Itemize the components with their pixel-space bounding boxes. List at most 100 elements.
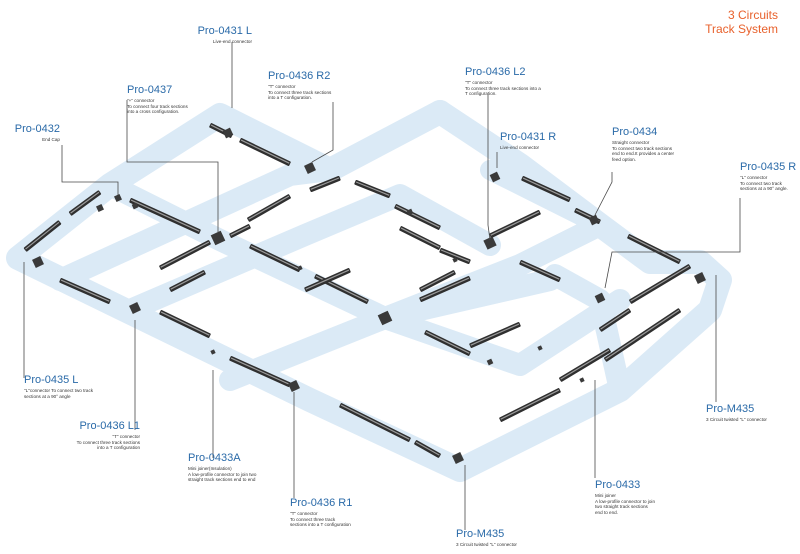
track-rail-segment: [629, 264, 691, 304]
label-desc: Live-end connector: [212, 39, 252, 44]
track-rail-segment: [419, 270, 456, 292]
track-rail-segment: [129, 198, 201, 234]
label-code: Pro-M435: [456, 528, 505, 540]
track-connector: [131, 202, 139, 210]
track-connectors: [32, 127, 706, 464]
system-title: 3 Circuits Track System: [705, 8, 778, 36]
track-rail-segment: [239, 138, 291, 166]
track-rail-segment: [394, 204, 441, 230]
track-rail-segment: [339, 403, 411, 442]
track-rail-segment: [59, 278, 111, 304]
label-code: Pro-0434: [612, 126, 658, 138]
label-code: Pro-0436 R1: [290, 497, 353, 509]
track-connector: [406, 208, 414, 216]
track-connector: [483, 236, 497, 250]
label-code: Pro-0432: [14, 123, 60, 135]
label-code: Pro-M435: [706, 403, 755, 415]
track-rail-segment: [159, 310, 211, 338]
track-connector: [594, 292, 606, 304]
track-rail-segment: [304, 268, 351, 292]
track-connector: [377, 310, 393, 326]
label-code: Pro-0436 L2: [465, 66, 526, 78]
track-rail-segment: [169, 270, 206, 292]
track-rail-segment: [499, 388, 561, 422]
label-pro-0435l: Pro-0435 L "L"connector To connect two t…: [24, 374, 124, 399]
label-desc: 3 Circuit twisted "L" connector: [456, 542, 517, 547]
track-rail-segment: [439, 247, 471, 265]
track-connector: [210, 230, 226, 246]
track-rail-segment: [627, 234, 681, 264]
track-rail-segment: [419, 276, 471, 302]
label-pro-m435-right: Pro-M435 3 Circuit twisted "L" connector: [706, 403, 796, 423]
label-code: Pro-0435 L: [24, 374, 79, 386]
label-pro-0431r: Pro-0431 R Live-end connector: [500, 131, 580, 151]
track-connector: [114, 194, 122, 202]
track-connector: [486, 358, 494, 366]
track-connector: [222, 127, 234, 139]
track-connector: [96, 204, 104, 212]
track-rail-segment: [68, 190, 102, 216]
track-rail-segment: [519, 260, 561, 282]
track-connector: [489, 171, 501, 183]
track-connector: [579, 377, 585, 383]
label-desc: Mini joiner(Insulation)A low-profile con…: [188, 466, 257, 483]
label-desc: End Cap: [42, 137, 60, 142]
track-connector: [588, 214, 600, 226]
label-code: Pro-0433: [595, 479, 641, 491]
track-connector: [452, 452, 464, 464]
track-connector: [32, 256, 44, 268]
track-rail-segment: [521, 176, 571, 202]
track-rail-segment: [23, 220, 62, 252]
track-connector: [452, 257, 458, 263]
label-desc: 3 Circuit twisted "L" connector: [706, 417, 767, 422]
track-connector: [129, 302, 141, 314]
track-connector: [694, 272, 706, 284]
track-rail-segment: [309, 175, 341, 193]
label-code: Pro-0431 L: [197, 25, 252, 37]
track-rail-segment: [247, 194, 291, 222]
label-desc: Live-end connector: [500, 145, 540, 150]
label-code: Pro-0436 L1: [79, 420, 140, 432]
track-rail-segment: [159, 240, 211, 270]
track-background-band: [6, 100, 732, 482]
leader-lines: [23, 42, 741, 530]
label-code: Pro-0435 R: [740, 161, 797, 173]
track-connector: [210, 349, 216, 355]
track-rail-segment: [229, 224, 251, 238]
label-code: Pro-0431 R: [500, 131, 557, 143]
system-title-line1: 3 Circuits: [727, 8, 778, 22]
track-connector: [537, 345, 543, 351]
track-rail-segment: [424, 330, 471, 356]
track-rails: [23, 123, 691, 458]
track-rail-segment: [249, 244, 301, 272]
track-connector: [288, 380, 300, 392]
track-rail-segment: [414, 440, 441, 458]
track-connector: [304, 162, 316, 174]
track-rail-segment: [229, 356, 291, 387]
label-code: Pro-0437: [127, 84, 173, 96]
track-rail-segment: [354, 179, 391, 199]
system-title-line2: Track System: [705, 22, 778, 36]
track-rail-segment: [399, 226, 441, 250]
label-pro-0433a: Pro-0433A Mini joiner(Insulation)A low-p…: [188, 452, 300, 483]
track-rail-segment: [469, 322, 521, 348]
track-rail-segment: [599, 308, 631, 332]
track-rail-segment: [559, 348, 611, 382]
